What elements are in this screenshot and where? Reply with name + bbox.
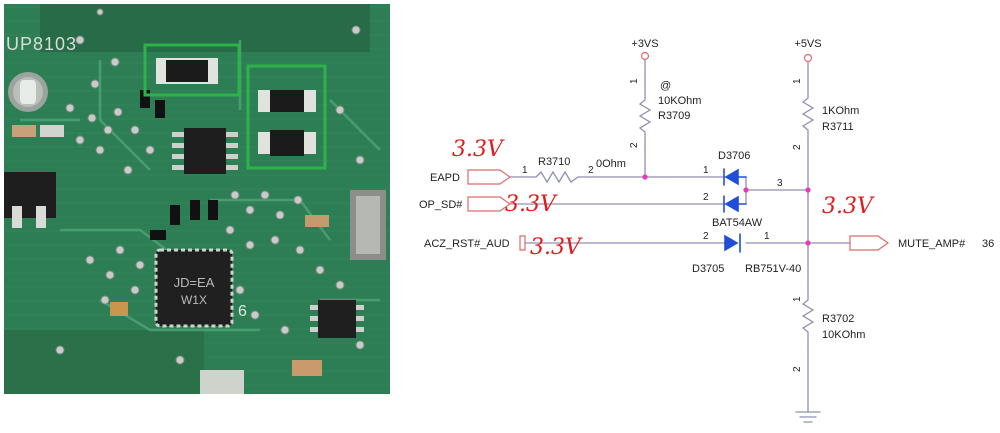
r3711-ref: R3711 [822,121,854,133]
junction-mute-amp [805,240,811,246]
ground-symbol [795,411,821,423]
r3709-pin-bottom: 2 [629,142,640,148]
inductor-left-pad [36,206,46,228]
net-label-eapd: EAPD [430,172,460,184]
d3706-diode-a [724,168,739,186]
resistor-r3711: 1KOhm R3711 1 2 [792,78,859,150]
diode-d3706: D3706 BAT54AW 1 2 3 [703,150,783,229]
r3711-pin-bottom: 2 [792,144,803,150]
d3705-pin-anode: 2 [703,231,709,242]
chip-marking-line2: W1X [181,293,207,307]
highlight-box-right [246,64,327,170]
highlighted-diode-top [156,58,218,84]
r3710-ref: R3710 [538,156,570,168]
power-symbol-3vs: +3VS [631,38,659,61]
resistor-r3709: @ 10KOhm R3709 1 2 [629,78,701,151]
diode-d3705: D3705 RB751V-40 2 1 [692,231,801,275]
annotation-common-voltage: 3.3V [822,194,875,219]
highlighted-diode-right-lower [258,130,316,156]
d3705-ref: D3705 [692,263,724,275]
net-label-mute-amp: MUTE_AMP# [898,238,966,250]
annotation-acz-voltage: 3.3V [530,235,583,260]
r3711-value: 1KOhm [822,105,859,117]
r3702-ref: R3702 [822,313,854,325]
pcb-photo: JD=EA W1X 6 [4,4,390,394]
pcb-vias [55,8,365,365]
d3706-ref: D3706 [718,150,750,162]
net-page-mute-amp: 36 [982,238,994,250]
d3705-pin-cathode: 1 [764,231,770,242]
r3709-pin-top: 1 [629,78,640,84]
d3706-diode-b [724,195,739,213]
r3711-pin-top: 1 [792,78,803,84]
junction-dots [642,174,811,246]
net-label-op-sd: OP_SD# [419,199,463,211]
voltage-annotations: 3.3V 3.3V 3.3V 3.3V [452,137,875,260]
annotation-op-sd-voltage: 3.3V [505,192,558,217]
junction-5vs-d3706 [805,187,811,193]
power-symbol-5vs: +5VS [794,38,822,63]
d3706-pin-a: 1 [703,165,709,176]
r3702-pin-top: 1 [792,296,803,302]
soic-chip [172,128,238,174]
port-op-sd: OP_SD# [419,196,512,212]
r3702-value: 10KOhm [822,329,865,341]
d3706-pin-common: 3 [777,178,783,189]
r3710-value: 0Ohm [596,158,626,170]
wires [509,59,851,413]
resistor-r3702: R3702 10KOhm 1 2 [792,281,865,372]
resistor-r3710: R3710 0Ohm 1 2 [522,156,626,184]
junction-d3706-common [743,187,749,193]
pcb-copper-bottom [4,330,204,394]
port-eapd: EAPD [430,169,512,185]
r3709-marker: @ [660,80,671,92]
small-ic-bottom [310,300,364,338]
r3709-ref: R3709 [658,110,690,122]
qfn-chip: JD=EA W1X [154,248,234,328]
inductor-left-pad [12,206,22,228]
r3710-pin-right: 2 [588,165,594,176]
d3705-part: RB751V-40 [745,263,801,275]
silkscreen-text: UP8103 [6,34,77,54]
r3709-value: 10KOhm [658,95,701,107]
annotation-eapd-voltage: 3.3V [452,137,505,162]
net-label-acz-rst: ACZ_RST#_AUD [424,238,510,250]
highlight-box-top [143,43,241,97]
chip-marking-line1: JD=EA [174,275,215,290]
junction-eapd [642,174,648,180]
d3706-part: BAT54AW [712,217,763,229]
inductor-left [4,172,56,218]
component-label: 6 [238,303,247,320]
passive-components [12,90,386,394]
highlighted-diode-right-upper [258,90,316,112]
electrolytic-capacitor [8,72,48,112]
port-acz-rst: ACZ_RST#_AUD [424,235,526,251]
rail-label-5vs: +5VS [794,38,821,50]
port-mute-amp: MUTE_AMP# 36 [849,235,994,251]
rail-label-3vs: +3VS [631,38,658,50]
r3710-pin-left: 1 [522,165,528,176]
r3702-pin-bottom: 2 [792,366,803,372]
d3706-pin-b: 2 [703,192,709,203]
schematic: +3VS +5VS @ 10KOhm R3709 1 2 1KOhm R3711… [419,38,994,423]
